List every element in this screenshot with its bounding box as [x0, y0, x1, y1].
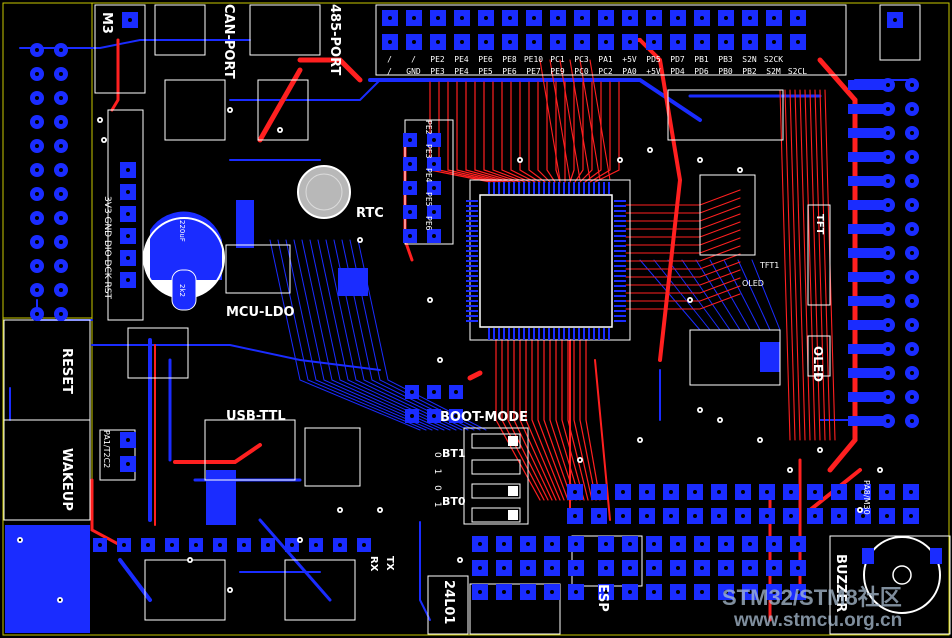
- rtc-label: RTC: [356, 206, 384, 221]
- bt0-label: BT0: [442, 495, 466, 508]
- m3-label: M3: [99, 12, 114, 34]
- trace: [257, 67, 303, 143]
- trace: [638, 38, 683, 362]
- trace: [594, 359, 611, 521]
- bt1-label: BT1: [442, 447, 466, 460]
- rtc-header-pin-label: PE3: [424, 144, 433, 159]
- rtc-header-pin-label: PE4: [424, 168, 433, 183]
- header-pin-label: S2N: [742, 55, 757, 64]
- tft1-label: TFT1: [760, 261, 780, 270]
- trace: [110, 38, 120, 112]
- header-pin-label: /: [411, 55, 416, 64]
- vias: [17, 107, 883, 603]
- trace: [229, 79, 381, 101]
- header-pin-label: PA0: [622, 67, 637, 76]
- tft-label: TFT: [814, 214, 825, 235]
- copper-planes: [5, 200, 780, 633]
- header-pin-label: PE4: [454, 67, 469, 76]
- port-485-label: 485-PORT: [327, 4, 342, 76]
- header-pin-label: PB3: [718, 55, 733, 64]
- usb-ttl-label: USB-TTL: [226, 409, 286, 424]
- wakeup-label: WAKEUP: [59, 448, 74, 511]
- trace: [368, 78, 702, 122]
- esp-label: ESP: [595, 584, 610, 612]
- can-port-label: CAN-PORT: [221, 4, 236, 79]
- header-pin-label: S2CK: [763, 55, 784, 64]
- header-pin-label: PB2: [742, 67, 757, 76]
- boot-pads-label: 0 1 0 1: [432, 452, 442, 512]
- cap-label: 220uF: [178, 220, 186, 242]
- top-traces: [90, 38, 862, 622]
- header-pin-label: PE7: [526, 67, 541, 76]
- rx-label: RX: [368, 556, 379, 572]
- trace: [419, 521, 431, 621]
- header-pin-label: PB1: [694, 55, 709, 64]
- trace: [173, 443, 262, 464]
- oled-label: OLED: [811, 346, 825, 383]
- rtc-header-pin-label: PE6: [424, 216, 433, 231]
- header-pin-label: PA1: [598, 55, 613, 64]
- 24l01-label: 24L01: [441, 580, 456, 625]
- trace: [297, 57, 363, 83]
- header-pin-label: PC2: [598, 67, 613, 76]
- header-pin-label: PE6: [502, 67, 517, 76]
- header-pin-label: S2M: [766, 67, 781, 76]
- watermark-line1: STM32/STM8社区: [722, 585, 902, 610]
- header-pin-label: PD4: [670, 67, 685, 76]
- tx-label: TX: [384, 556, 395, 571]
- header-pin-label: PD5: [646, 55, 661, 64]
- header-pin-label: PD7: [670, 55, 685, 64]
- pa8-label: PA8/M30: [862, 480, 871, 515]
- header-pin-label: PE6: [478, 55, 493, 64]
- swd-label: 3V3 GND DIO DCK RST: [102, 196, 112, 299]
- buzzer: [862, 536, 942, 614]
- electrolytic-capacitor: [143, 211, 225, 311]
- buzzer-label: BUZZER: [833, 554, 848, 613]
- mcu-chip: [466, 179, 631, 341]
- trace: [467, 370, 483, 381]
- header-pin-label: PE10: [523, 55, 544, 64]
- header-pin-label: S2CL: [787, 67, 808, 76]
- reset-label: RESET: [59, 348, 74, 395]
- header-pin-label: +5V: [646, 67, 661, 76]
- header-pin-label: PC0: [574, 67, 589, 76]
- header-pin-label: PE2: [430, 55, 445, 64]
- mcu-ldo-label: MCU-LDO: [226, 305, 295, 320]
- header-pin-label: PE3: [430, 67, 445, 76]
- header-pin-label: PB0: [718, 67, 733, 76]
- header-pin-label: PC3: [574, 55, 589, 64]
- rtc-battery: [297, 165, 351, 219]
- trace: [817, 57, 858, 473]
- header-pin-label: PC1: [550, 55, 565, 64]
- header-pin-label: PE5: [478, 67, 493, 76]
- watermark-line2: www.stmcu.org.cn: [734, 610, 903, 631]
- trace: [91, 344, 381, 371]
- header-pin-label: PE4: [454, 55, 469, 64]
- trace: [90, 478, 122, 547]
- header-pin-label: PE9: [550, 67, 565, 76]
- rtc-header-pin-label: PE5: [424, 192, 433, 207]
- rtc-header-pin-label: PE2: [424, 120, 433, 135]
- pa1-label: PA1/T2C2: [102, 430, 111, 469]
- boot-mode-switch: [463, 427, 529, 525]
- oled-small-label: OLED: [742, 279, 764, 288]
- boot-mode-label: BOOT-MODE: [440, 410, 529, 425]
- silkscreen-outlines: [3, 4, 951, 635]
- header-pin-label: /: [387, 55, 392, 64]
- cap-res-label: 2k2: [178, 284, 186, 297]
- header-pin-label: PE8: [502, 55, 517, 64]
- header-pin-label: +5V: [622, 55, 637, 64]
- pads: [30, 10, 919, 600]
- header-pin-label: PD6: [694, 67, 709, 76]
- header-pin-label: /: [387, 67, 392, 76]
- header-pin-label: GND: [406, 67, 421, 76]
